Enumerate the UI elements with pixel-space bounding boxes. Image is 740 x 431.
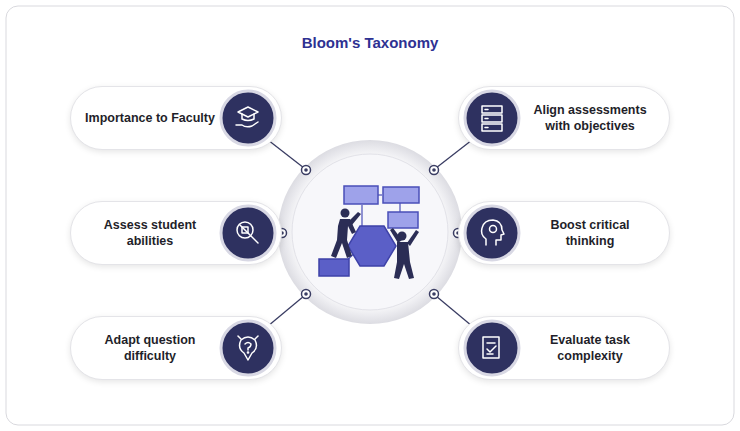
connector-dot-centers [280, 168, 460, 296]
teamwork-illustration [319, 186, 419, 279]
topic-pill: Assess student abilities [70, 201, 282, 265]
question-icon [238, 336, 258, 360]
pill-label: Importance to Faculty [85, 110, 215, 126]
topic-pill: Align assessments with objectives [458, 86, 670, 150]
task-icon [483, 337, 499, 358]
topic-pill: Adapt question difficulty [70, 316, 282, 380]
leader-lines [268, 140, 472, 326]
icon-discs [221, 91, 519, 375]
pill-label: Align assessments with objectives [525, 102, 655, 135]
topic-pill: Evaluate task complexity [458, 316, 670, 380]
center-inner [292, 154, 448, 310]
center-disc [278, 140, 462, 324]
faculty-icon [236, 107, 258, 127]
thinking-head-icon [482, 220, 505, 245]
topic-pill: Importance to Faculty [70, 86, 282, 150]
diagram-title: Bloom's Taxonomy [0, 34, 740, 51]
connector-dots [278, 166, 463, 299]
pill-label: Evaluate task complexity [525, 332, 655, 365]
pill-label: Boost critical thinking [525, 217, 655, 250]
checklist-icon [482, 106, 502, 131]
assess-icon [237, 222, 258, 243]
pill-label: Assess student abilities [85, 217, 215, 250]
frame [6, 6, 734, 425]
pill-label: Adapt question difficulty [85, 332, 215, 365]
topic-pill: Boost critical thinking [458, 201, 670, 265]
